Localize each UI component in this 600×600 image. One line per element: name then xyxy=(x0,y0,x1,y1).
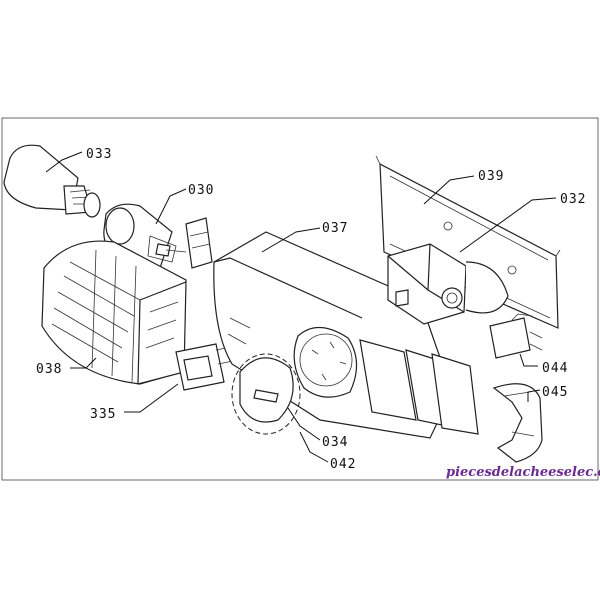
label-042: 042 xyxy=(330,457,356,472)
part-032-thermostat xyxy=(387,243,509,325)
label-335: 335 xyxy=(90,407,116,422)
leader-lines xyxy=(45,151,557,463)
label-034: 034 xyxy=(322,435,348,450)
side-panels xyxy=(359,339,479,435)
watermark: piecesdelacheeselec.com xyxy=(446,465,600,480)
label-038: 038 xyxy=(36,362,62,377)
label-033: 033 xyxy=(86,147,112,162)
label-039: 039 xyxy=(478,169,504,184)
part-033-bulb xyxy=(3,144,101,218)
part-044-connector xyxy=(489,313,543,359)
part-045-cover xyxy=(492,383,543,463)
part-042-knob xyxy=(231,353,301,435)
part-038-grille xyxy=(41,240,187,385)
label-037: 037 xyxy=(322,221,348,236)
diagram-frame xyxy=(1,117,599,481)
label-045: 045 xyxy=(542,385,568,400)
part-335-switch xyxy=(175,343,239,391)
clip-part xyxy=(185,217,213,269)
label-044: 044 xyxy=(542,361,568,376)
label-032: 032 xyxy=(560,192,586,207)
label-030: 030 xyxy=(188,183,214,198)
